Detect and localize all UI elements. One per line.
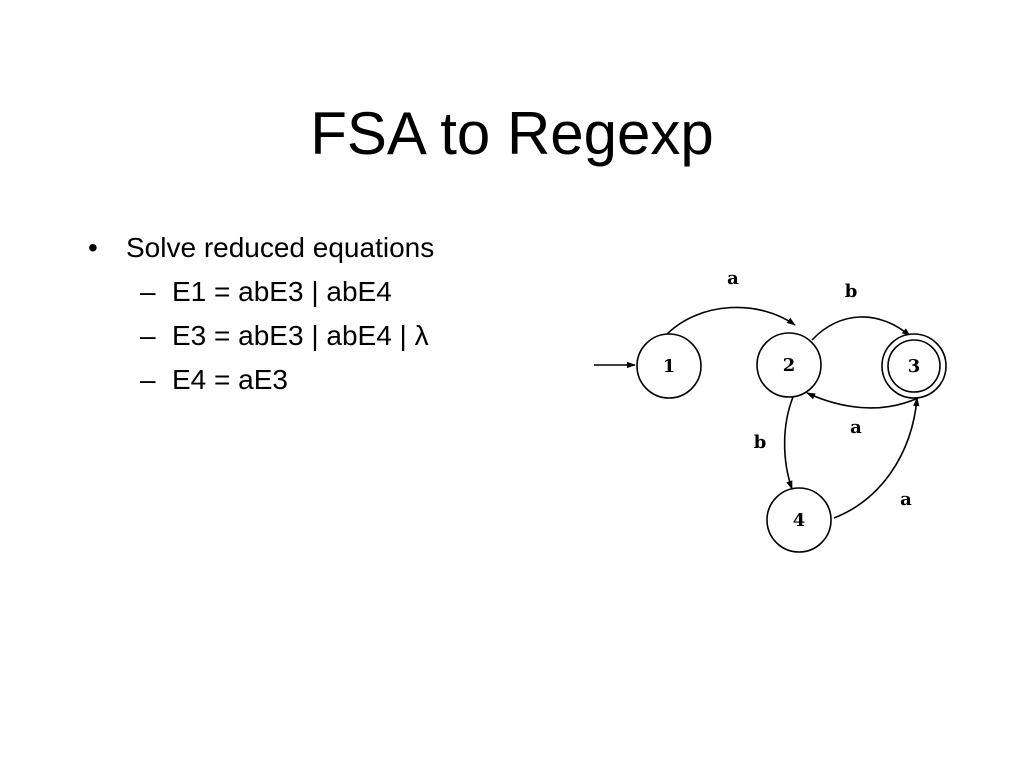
state-4-label: 4: [793, 510, 806, 531]
transition-2-4: [783, 396, 794, 490]
state-1-label: 1: [663, 356, 676, 377]
transition-2-3: [811, 316, 911, 341]
sub-item-marker: –: [140, 364, 156, 395]
sub-item-e4: – E4 = aE3: [140, 358, 568, 402]
state-3-outer-circle: [881, 333, 947, 399]
state-3-label: 3: [908, 356, 921, 377]
equation-e3: E3 = abE3 | abE4 | λ: [172, 320, 429, 351]
bullet-marker: •: [88, 232, 98, 263]
equation-e4: E4 = aE3: [172, 364, 288, 395]
edge-label-2-4: b: [754, 432, 767, 453]
transition-1-2: [664, 306, 796, 337]
edge-label-1-2: a: [727, 268, 739, 289]
state-3-inner-circle: [887, 339, 941, 393]
state-4: 4: [766, 487, 832, 553]
state-1: 1: [636, 333, 702, 399]
bullet-list: • Solve reduced equations – E1 = abE3 | …: [88, 226, 568, 402]
slide-title: FSA to Regexp: [310, 100, 714, 167]
bullet-text: Solve reduced equations: [126, 232, 435, 263]
edge-label-4-3: a: [900, 489, 912, 510]
state-2-circle: [756, 332, 822, 398]
sub-item-marker: –: [140, 276, 156, 307]
edge-label-3-2: a: [850, 417, 862, 438]
transition-4-3: [833, 397, 920, 519]
sub-item-marker: –: [140, 320, 156, 351]
transition-3-2: [806, 392, 919, 409]
edge-label-2-3: b: [845, 281, 858, 302]
state-2-label: 2: [783, 355, 796, 376]
state-4-circle: [766, 487, 832, 553]
state-1-circle: [636, 333, 702, 399]
state-2: 2: [756, 332, 822, 398]
bullet-item: • Solve reduced equations: [88, 226, 568, 270]
sub-item-e1: – E1 = abE3 | abE4: [140, 270, 568, 314]
equation-e1: E1 = abE3 | abE4: [172, 276, 392, 307]
state-3: 3: [881, 333, 947, 399]
sub-item-e3: – E3 = abE3 | abE4 | λ: [140, 314, 568, 358]
